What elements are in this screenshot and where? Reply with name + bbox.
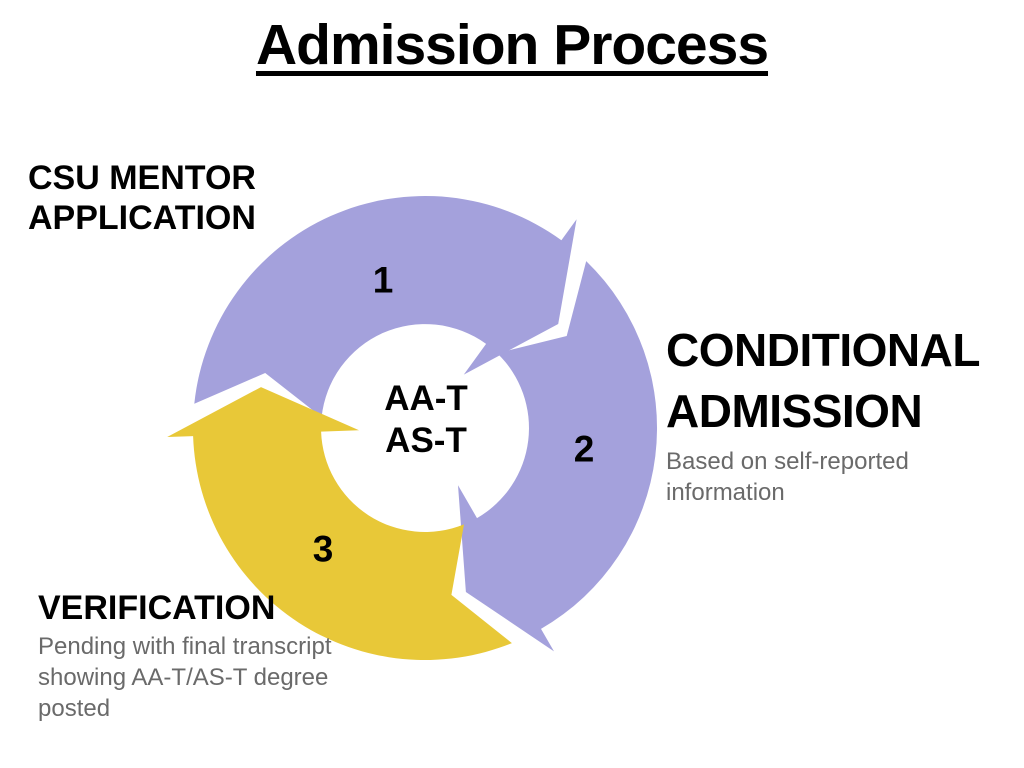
step3-label-block: VERIFICATION Pending with final transcri…: [38, 588, 348, 724]
center-label-line1: AA-T: [384, 379, 468, 418]
step-number-1: 1: [372, 259, 394, 301]
center-label-line2: AS-T: [385, 421, 467, 460]
step2-title: CONDITIONAL ADMISSION: [666, 324, 980, 437]
cycle-arc-step2: [458, 261, 658, 652]
step-number-3: 3: [312, 528, 334, 570]
cycle-center-label: AA-T AS-T: [384, 378, 468, 462]
step1-label-block: CSU MENTOR APPLICATION: [28, 158, 313, 238]
cycle-arc-step3: [167, 387, 512, 661]
cycle-arc-step1: [194, 195, 577, 418]
step2-label-block: CONDITIONAL ADMISSION Based on self-repo…: [666, 320, 1022, 509]
step3-subtitle: Pending with final transcript showing AA…: [38, 633, 332, 722]
step3-title: VERIFICATION: [38, 589, 276, 627]
step-number-2: 2: [573, 428, 595, 470]
slide-title: Admission Process: [255, 13, 769, 77]
step1-title: CSU MENTOR APPLICATION: [28, 159, 256, 238]
step2-subtitle: Based on self-reported information: [666, 448, 909, 507]
